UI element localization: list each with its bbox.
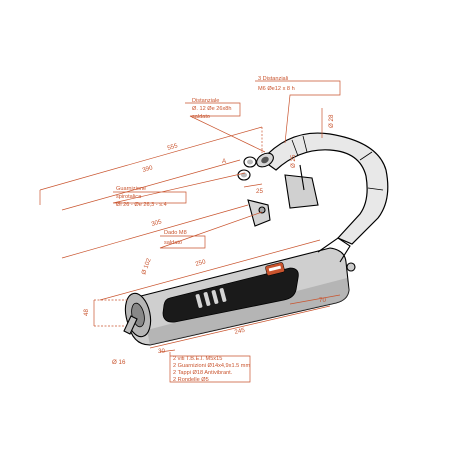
dim-diam-25: Ø 25 [290, 154, 297, 168]
dim-390: 390 [142, 164, 154, 174]
dim-245: 245 [234, 327, 246, 336]
dim-555: 555 [167, 142, 179, 152]
dim-70: 70 [319, 297, 326, 304]
inlet-bore [261, 156, 269, 164]
dim-250: 250 [195, 258, 207, 268]
frame-stay [299, 164, 305, 191]
note-distanziale-3: saldato [192, 114, 210, 120]
muffler [123, 237, 356, 346]
muffler-shadow [147, 278, 349, 345]
dim-diam-16: Ø 16 [112, 359, 126, 366]
note-guarnizione-2: spirotalica [116, 194, 142, 200]
weld-nut [258, 206, 266, 214]
dimension-labels: 555 390 305 250 245 70 48 30 25 Ø 28 Ø 2… [83, 114, 335, 366]
dim-48: 48 [83, 309, 90, 316]
tailpipe [123, 315, 138, 335]
vent-slots [195, 288, 227, 308]
note-guarnizione-1: Guarnizione [116, 186, 146, 192]
dim-diam-102: Ø 102 [140, 257, 153, 276]
brand-logo [265, 262, 285, 276]
note-kit-4: 2 Rondelle Ø5 [173, 377, 209, 383]
dim-305: 305 [151, 218, 163, 228]
header-pipe [237, 132, 389, 245]
heat-shield-plate [162, 267, 299, 323]
pipe-outline [261, 132, 389, 245]
dim-A: A [222, 158, 227, 165]
muffler-bracket [317, 237, 351, 263]
gasket-1-hole [247, 159, 253, 165]
note-distanziale-2: Ø. 12 Øe 26x8h [192, 106, 232, 112]
note-distanziale-1: Distanziale [192, 98, 219, 104]
note-distanziali-2: M6 Øe12 x 8 h [258, 86, 295, 92]
dim-30: 30 [158, 348, 165, 355]
note-dado-1: Dado M8 [164, 230, 187, 236]
dim-25: 25 [256, 188, 263, 195]
note-kit-3: 2 Tappi Ø18 Antivibrant. [173, 370, 233, 376]
dim-diam-28: Ø 28 [328, 114, 335, 128]
note-kit-2: 2 Guarnizioni Ø14x4,9x1.5 mm [173, 363, 250, 369]
note-dado-2: saldato [164, 240, 182, 246]
pipe-ribs [291, 135, 384, 191]
mount-nut [346, 262, 356, 272]
spacer-bracket [284, 174, 319, 209]
note-distanziali-1: 3 Distanziali [258, 76, 288, 82]
dimension-lines [39, 80, 341, 383]
note-guarnizione-3: Øi 26 - Øe 26,3 - s.4 [116, 202, 167, 208]
note-kit-1: 2 viti T.B.E.I. M5x15 [173, 356, 222, 362]
annotation-notes: 3 Distanziali M6 Øe12 x 8 h Distanziale … [116, 76, 295, 383]
